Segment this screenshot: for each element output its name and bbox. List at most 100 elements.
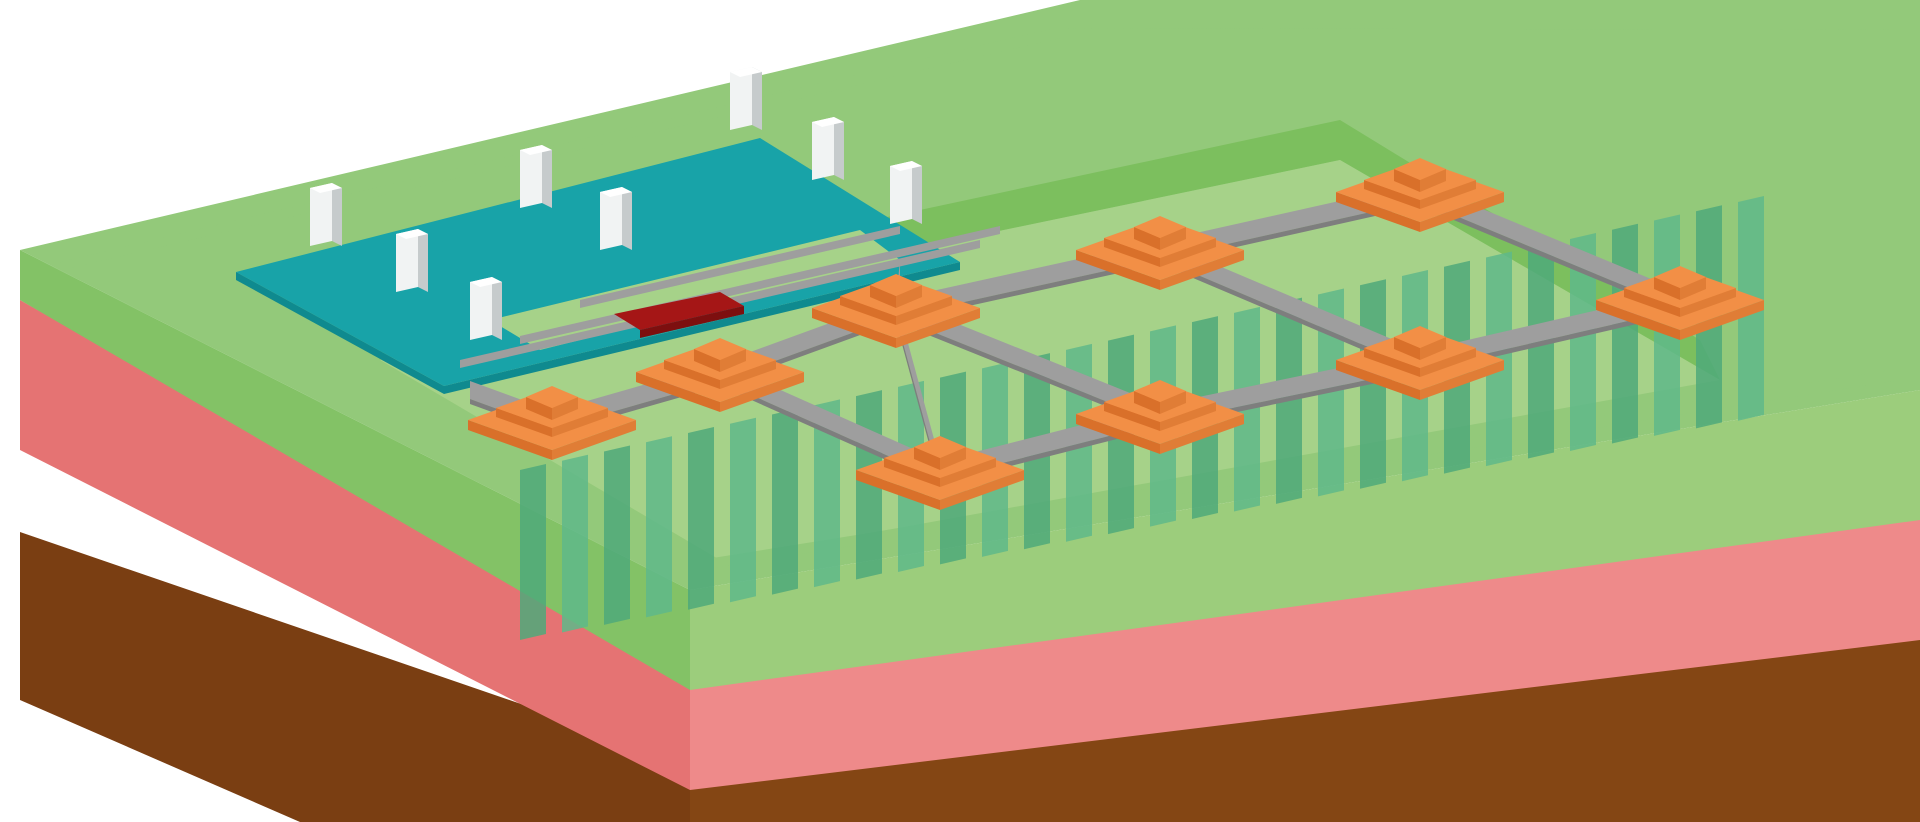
node-side-left — [840, 296, 896, 325]
white-post-side — [418, 229, 428, 292]
orange-node-n4 — [1076, 216, 1244, 290]
teal-plate — [236, 138, 960, 386]
white-post — [520, 145, 542, 208]
node-side-right — [940, 447, 966, 470]
white-post-top — [730, 67, 762, 77]
node-side-right — [720, 349, 746, 372]
node-side-left — [856, 470, 940, 510]
white-post-top — [812, 117, 844, 127]
node-side-right — [720, 372, 804, 412]
white-post-top — [310, 183, 342, 193]
node-side-left — [884, 458, 940, 487]
node-side-right — [940, 470, 1024, 510]
node-side-right — [1160, 227, 1186, 250]
node-side-left — [1336, 360, 1420, 400]
node-top — [694, 338, 746, 360]
node-side-right — [940, 458, 996, 487]
node-side-right — [896, 285, 922, 308]
orange-node-n1 — [468, 386, 636, 460]
white-post-top — [396, 229, 428, 239]
node-side-right — [1160, 250, 1244, 290]
connector-bar-shade — [1420, 201, 1680, 314]
white-post-side — [834, 117, 844, 180]
substrate-left-face — [20, 300, 690, 790]
white-post — [470, 277, 492, 340]
orange-node-n2 — [636, 338, 804, 412]
node-side-right — [896, 308, 980, 348]
node-side-right — [1680, 300, 1764, 340]
node-top — [1134, 216, 1186, 238]
white-post — [310, 183, 332, 246]
node-side-right — [552, 420, 636, 460]
node-side-left — [1336, 192, 1420, 232]
orange-node-n6 — [856, 436, 1024, 510]
white-post-side — [912, 161, 922, 224]
node-side-left — [1654, 277, 1680, 300]
node-side-left — [1364, 348, 1420, 377]
rail — [580, 226, 900, 308]
pillar — [814, 399, 840, 588]
teal-plate-edge — [236, 272, 444, 394]
teal-plate-assembly — [236, 67, 1000, 394]
pillar — [1570, 233, 1596, 451]
node-side-left — [1104, 238, 1160, 267]
pillar — [520, 464, 546, 640]
connector-bar — [1420, 183, 1680, 309]
node-side-left — [1134, 391, 1160, 414]
pillar — [1612, 223, 1638, 444]
white-post-side — [622, 187, 632, 250]
pillar — [688, 427, 714, 610]
node-side-left — [664, 360, 720, 389]
white-post-top — [600, 187, 632, 197]
node-side-right — [1160, 402, 1216, 431]
connector-bar-shade — [1160, 259, 1420, 374]
white-post-side — [332, 183, 342, 246]
node-top — [1394, 326, 1446, 348]
substrate-front-face — [690, 510, 1920, 790]
pillar — [730, 417, 756, 603]
node-top — [1394, 158, 1446, 180]
pillar — [562, 454, 588, 633]
white-post — [730, 67, 752, 130]
node-side-left — [1364, 180, 1420, 209]
orange-node-n3 — [812, 274, 980, 348]
node-side-left — [1104, 402, 1160, 431]
white-post-side — [752, 67, 762, 130]
orange-node-n8 — [1336, 326, 1504, 400]
white-post-top — [470, 277, 502, 287]
connector-bar — [1160, 241, 1420, 369]
node-side-left — [1394, 169, 1420, 192]
node-side-right — [896, 296, 952, 325]
white-post — [396, 229, 418, 292]
node-side-right — [1160, 238, 1216, 267]
pillar — [604, 445, 630, 625]
base-left-face — [20, 532, 690, 822]
node-side-left — [812, 308, 896, 348]
connector-bar-shade — [896, 317, 1160, 428]
node-side-right — [1420, 360, 1504, 400]
node-side-right — [1160, 391, 1186, 414]
node-top — [526, 386, 578, 408]
node-side-left — [526, 397, 552, 420]
node-side-right — [1420, 337, 1446, 360]
node-side-right — [1680, 277, 1706, 300]
orange-node-n5 — [1336, 158, 1504, 232]
node-side-left — [694, 349, 720, 372]
white-post-side — [492, 277, 502, 340]
node-side-left — [496, 408, 552, 437]
node-side-left — [636, 372, 720, 412]
orange-node-n9 — [1596, 266, 1764, 340]
teal-plate-edge-front — [444, 262, 960, 394]
node-side-right — [1160, 414, 1244, 454]
pillar — [646, 436, 672, 618]
white-post — [890, 161, 912, 224]
node-side-right — [552, 397, 578, 420]
node-top — [1654, 266, 1706, 288]
node-side-right — [1420, 348, 1476, 377]
encapsulant-front-face — [690, 390, 1920, 690]
pillar — [772, 408, 798, 595]
white-post-side — [542, 145, 552, 208]
node-top — [1134, 380, 1186, 402]
node-side-left — [870, 285, 896, 308]
